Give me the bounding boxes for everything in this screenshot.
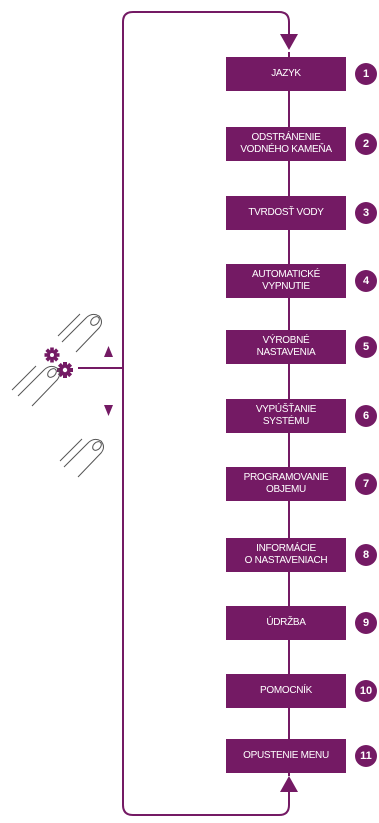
gear-icon-small	[57, 362, 73, 378]
triangle-up-icon	[104, 346, 113, 357]
arrow-up-bottom	[280, 776, 298, 792]
triangle-down-icon	[104, 405, 113, 416]
menu-item-6: VYPÚŠŤANIE SYSTÉMU	[226, 399, 346, 433]
menu-item-2: ODSTRÁNENIE VODNÉHO KAMEŇA	[226, 127, 346, 161]
finger-press-icon-up	[57, 313, 102, 353]
menu-item-number-badge: 11	[355, 745, 377, 767]
menu-item-3: TVRDOSŤ VODY	[226, 196, 346, 230]
menu-item-number-badge: 1	[355, 63, 377, 85]
menu-item-number-badge: 10	[355, 680, 377, 702]
menu-item-number-badge: 5	[355, 336, 377, 358]
menu-item-number-badge: 6	[355, 405, 377, 427]
menu-item-5: VÝROBNÉ NASTAVENIA	[226, 330, 346, 364]
menu-item-7: PROGRAMOVANIE OBJEMU	[226, 467, 346, 501]
menu-item-number-badge: 3	[355, 202, 377, 224]
loop-line	[122, 11, 290, 816]
finger-press-icon-settings	[11, 365, 60, 407]
menu-item-number-badge: 4	[355, 270, 377, 292]
menu-item-4: AUTOMATICKÉ VYPNUTIE	[226, 264, 346, 298]
menu-item-number-badge: 7	[355, 473, 377, 495]
menu-item-number-badge: 2	[355, 133, 377, 155]
menu-item-number-badge: 8	[355, 544, 377, 566]
menu-item-8: INFORMÁCIE O NASTAVENIACH	[226, 538, 346, 572]
menu-item-10: POMOCNÍK	[226, 674, 346, 708]
menu-item-number-badge: 9	[355, 612, 377, 634]
menu-item-9: ÚDRŽBA	[226, 606, 346, 640]
gear-icon	[44, 347, 60, 363]
finger-press-icon-down	[59, 438, 104, 478]
menu-item-11: OPUSTENIE MENU	[226, 739, 346, 773]
menu-item-1: JAZYK	[226, 57, 346, 91]
arrow-down-top	[280, 34, 298, 50]
